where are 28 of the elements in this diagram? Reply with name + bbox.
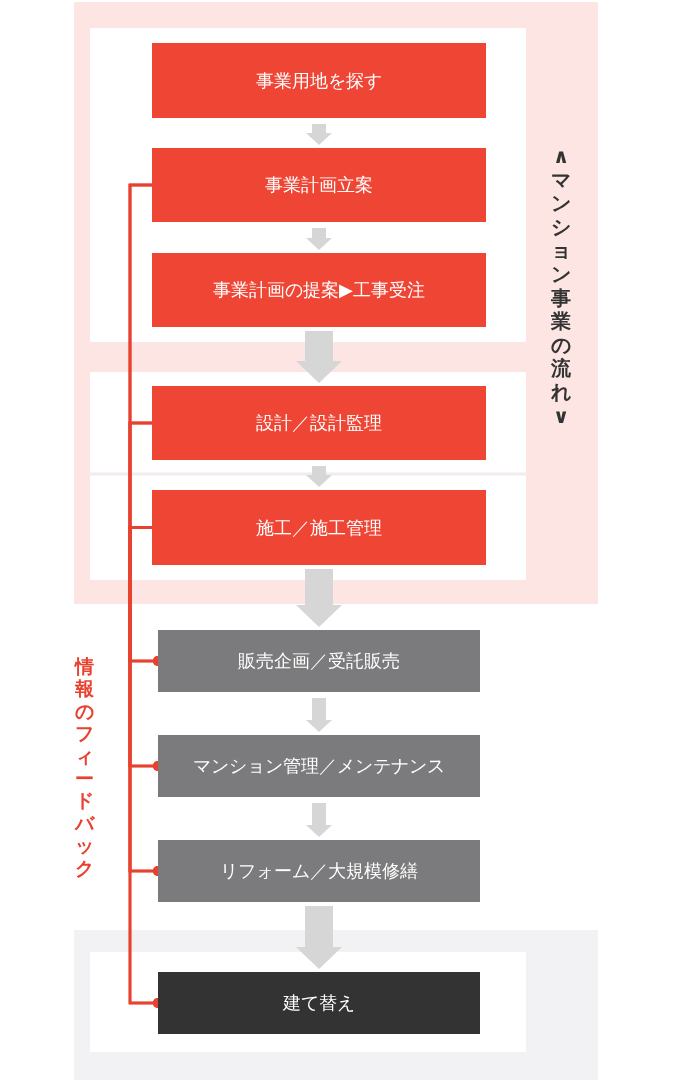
process-box [152, 490, 486, 565]
box-label: 建て替え [283, 991, 355, 1015]
process-box [152, 386, 486, 460]
feedback-label: 情報のフィードバック [75, 655, 94, 880]
flow-arrow [306, 698, 332, 732]
box-label: マンション管理／メンテナンス [193, 754, 445, 778]
box-label: 事業計画立案 [265, 173, 373, 197]
process-box [158, 630, 480, 692]
flow-arrow [306, 124, 332, 145]
flow-arrow [296, 569, 342, 627]
flow-arrow [296, 906, 342, 969]
flow-arrow [296, 331, 342, 383]
flow-arrow [306, 228, 332, 250]
box-label: 販売企画／受託販売 [238, 649, 400, 673]
box-label: 設計／設計監理 [256, 411, 382, 435]
process-box [152, 148, 486, 222]
box-label: 事業用地を探す [256, 68, 382, 93]
process-box [158, 735, 480, 797]
box-label: リフォーム／大規模修繕 [220, 859, 418, 883]
flow-arrow [306, 803, 332, 837]
process-box [158, 972, 480, 1034]
vertical-heading: ∧マンション事業の流れ∨ [551, 145, 571, 429]
box-label: 施工／施工管理 [256, 515, 382, 540]
process-box [158, 840, 480, 902]
process-box [152, 253, 486, 327]
flow-arrow [306, 466, 332, 487]
process-box [152, 43, 486, 118]
box-label: 事業計画の提案▶工事受注 [213, 278, 425, 302]
